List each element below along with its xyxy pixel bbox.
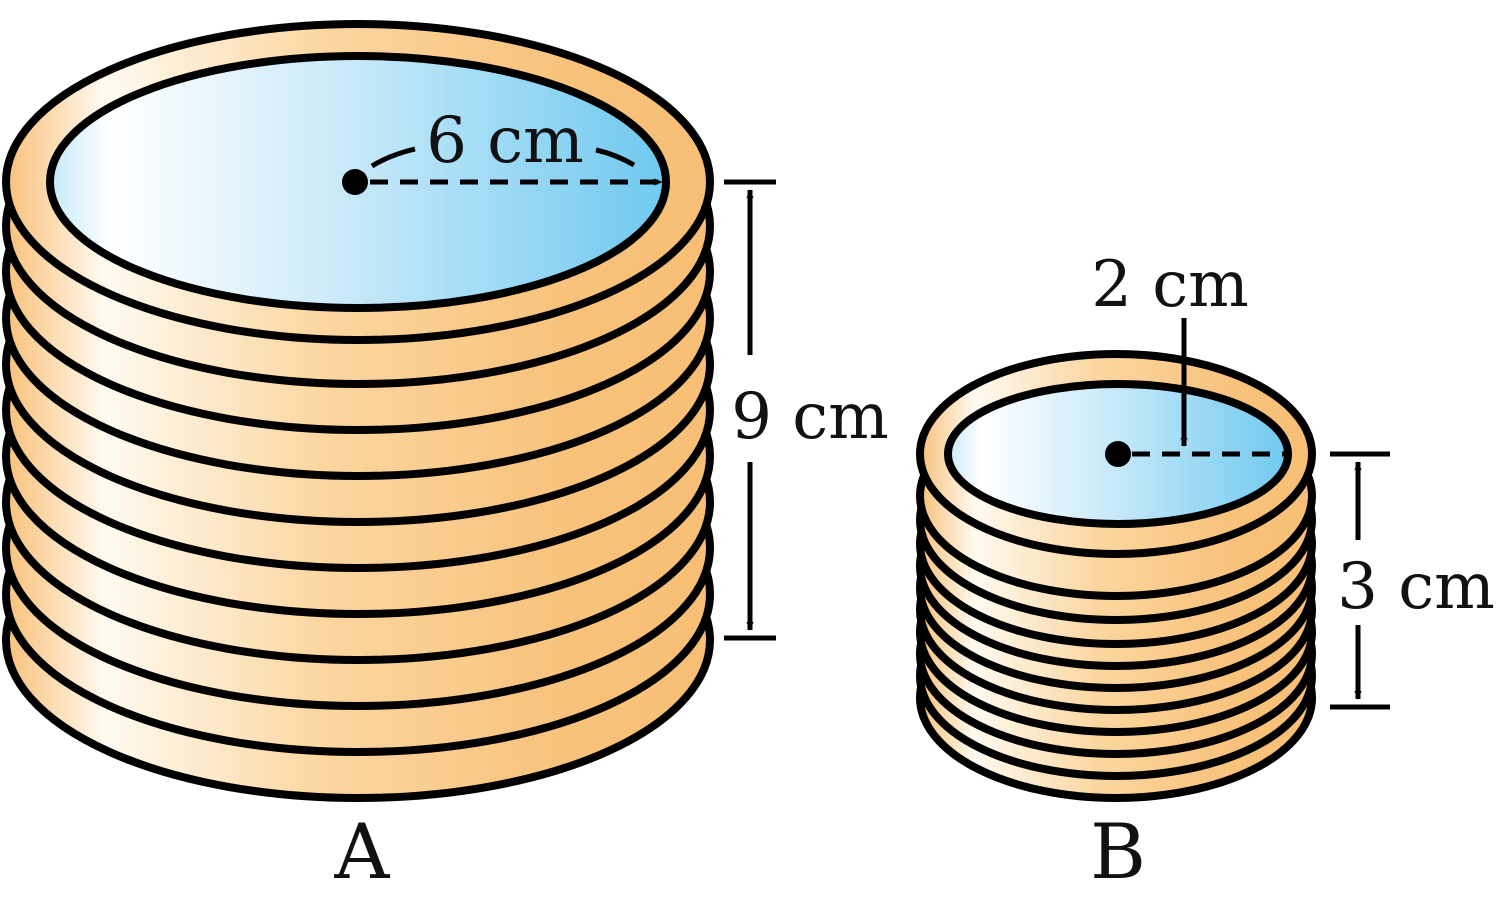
cylinder-b-height-label: 3 cm [1337,550,1495,624]
cylinder-a-height-dimension [724,179,776,641]
cylinder-b: 2 cm 3 cm B [916,248,1495,896]
cylinder-a-height-label: 9 cm [731,380,889,454]
cylinder-b-center-dot [1105,441,1131,467]
cylinder-a-label: A [334,807,391,896]
cylinder-a-radius-leader [370,146,636,169]
cylinder-a: 6 cm 9 cm A [2,20,889,896]
cylinder-a-center-dot [342,169,368,195]
cylinder-b-label: B [1090,807,1146,896]
cylinder-b-radius-label: 2 cm [1091,248,1249,322]
cylinder-a-radius-label: 6 cm [426,104,584,178]
cylinder-b-height-dimension [1330,451,1390,710]
